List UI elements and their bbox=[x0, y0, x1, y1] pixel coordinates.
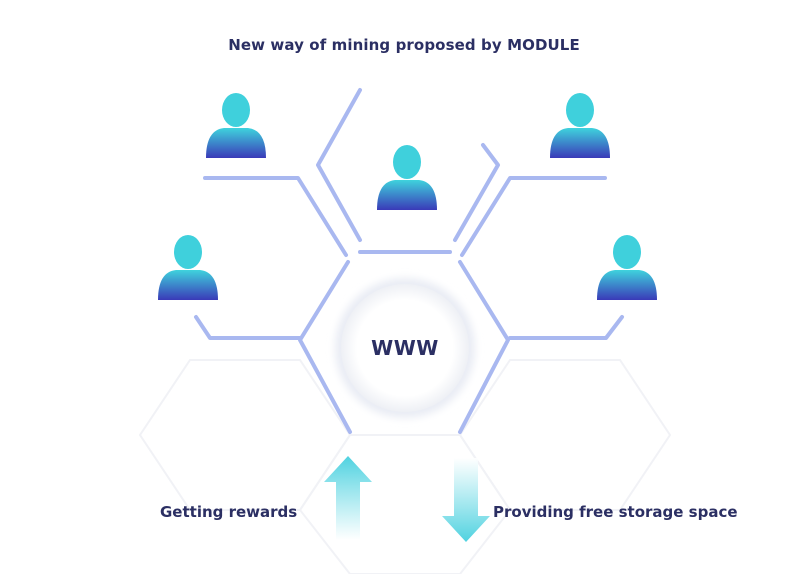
diagram-title: New way of mining proposed by MODULE bbox=[228, 36, 580, 54]
right-hexagon-lines bbox=[460, 176, 624, 340]
user-icon bbox=[550, 93, 610, 158]
user-icon bbox=[377, 145, 437, 210]
user-icon bbox=[597, 235, 657, 300]
center-node bbox=[335, 278, 475, 418]
getting-rewards-label: Getting rewards bbox=[160, 503, 298, 521]
top-hexagon bbox=[316, 88, 500, 242]
providing-storage-label: Providing free storage space bbox=[493, 503, 738, 521]
arrow-down-icon bbox=[442, 458, 490, 542]
user-icon bbox=[158, 235, 218, 300]
left-hexagon-lines bbox=[194, 176, 348, 340]
user-icon bbox=[206, 93, 266, 158]
background-hex-tiles bbox=[138, 359, 672, 574]
center-label: WWW bbox=[371, 336, 439, 360]
arrow-up-icon bbox=[324, 456, 372, 540]
